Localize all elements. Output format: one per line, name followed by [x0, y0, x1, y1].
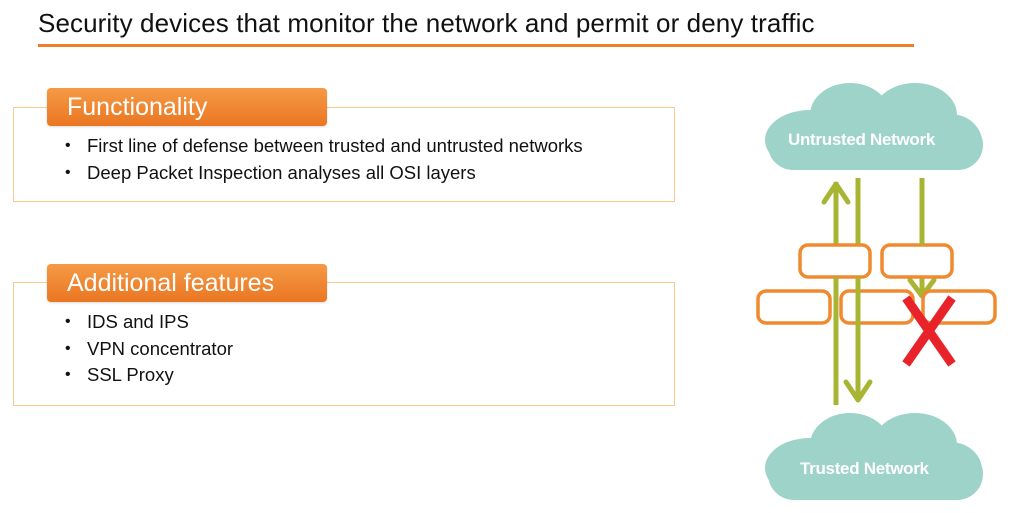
list-item: SSL Proxy [62, 362, 233, 389]
trusted-cloud-icon [765, 413, 983, 500]
additional-features-list: IDS and IPS VPN concentrator SSL Proxy [62, 309, 233, 389]
functionality-list: First line of defense between trusted an… [62, 133, 583, 186]
list-item: Deep Packet Inspection analyses all OSI … [62, 160, 583, 187]
functionality-heading: Functionality [47, 88, 327, 126]
list-item: IDS and IPS [62, 309, 233, 336]
blocked-x-icon [902, 295, 956, 367]
untrusted-network-label: Untrusted Network [788, 130, 935, 149]
untrusted-cloud-icon [765, 83, 983, 170]
list-item: First line of defense between trusted an… [62, 133, 583, 160]
additional-features-heading: Additional features [47, 264, 327, 302]
firewall-bricks-icon [756, 243, 997, 325]
diagram-graphic [756, 83, 997, 500]
trusted-network-label: Trusted Network [800, 459, 929, 478]
list-item: VPN concentrator [62, 336, 233, 363]
title-underline [38, 44, 914, 47]
slide-title: Security devices that monitor the networ… [38, 8, 815, 38]
firewall-diagram: Untrusted Network Trusted Network [740, 70, 1024, 508]
